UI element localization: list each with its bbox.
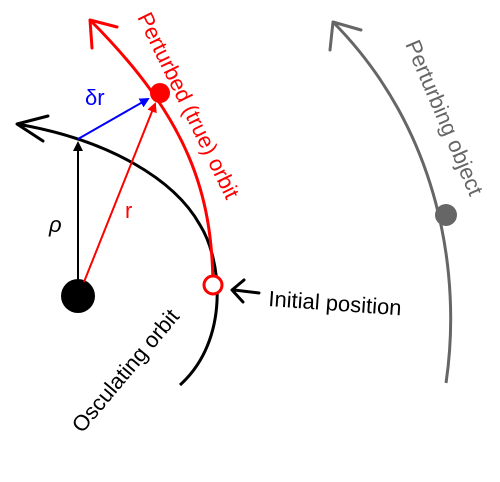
initial-position-marker xyxy=(202,274,224,296)
central-body xyxy=(61,279,95,313)
perturbed-orbit-arrowhead xyxy=(88,18,119,50)
osculating-orbit xyxy=(16,122,219,387)
rho-label: ρ xyxy=(48,212,62,237)
perturbed-position-dot xyxy=(150,83,170,103)
r-label: r xyxy=(125,198,132,223)
initial-position-pointer xyxy=(230,278,261,304)
initial-position-label: Initial position xyxy=(268,286,403,320)
perturbing-object-label: Perturbing object xyxy=(400,36,488,199)
perturbing-object-dot xyxy=(435,204,457,226)
osculating-orbit-arrowhead xyxy=(15,114,50,143)
perturbing-object-orbit xyxy=(331,20,453,384)
perturbing-orbit-arrowhead xyxy=(328,20,363,52)
perturbed-orbit xyxy=(88,18,215,286)
delta-r-vector xyxy=(77,98,150,140)
r-vector xyxy=(83,102,157,283)
delta-r-label: δr xyxy=(85,85,105,110)
osculating-orbit-label: Osculating orbit xyxy=(67,304,184,437)
